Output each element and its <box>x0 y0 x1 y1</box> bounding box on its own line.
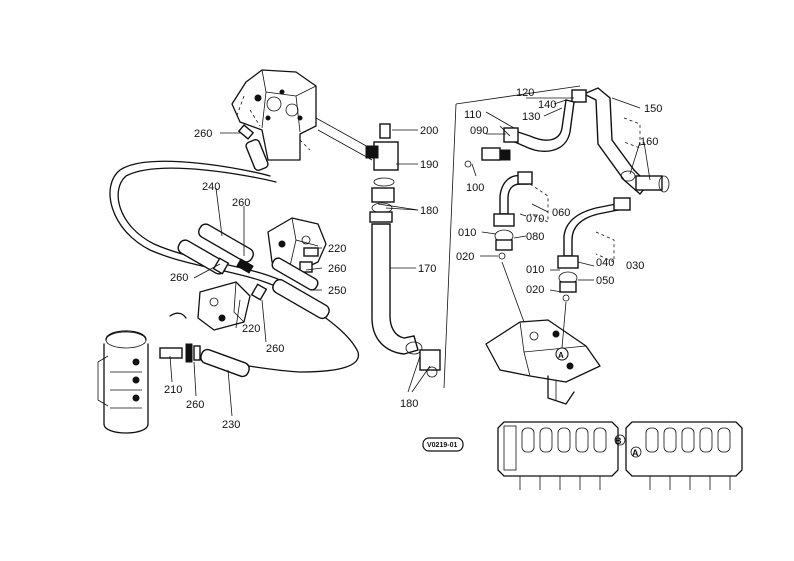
label-070: 070 <box>526 213 544 225</box>
fitting-210 <box>159 343 201 363</box>
label-110: 110 <box>464 109 482 121</box>
hose-240 <box>177 223 254 275</box>
fittings-180-190-200 <box>365 123 441 378</box>
control-valve-block <box>267 217 327 273</box>
label-250: 250 <box>328 285 346 297</box>
diagram-code: V0219-01 <box>427 442 457 449</box>
hydraulic-filter-cylinder <box>97 330 149 434</box>
label-100: 100 <box>466 182 484 194</box>
label-020-bottom: 020 <box>526 284 544 296</box>
control-valve-center-right <box>485 319 601 405</box>
callout-a-valve: A <box>558 351 564 360</box>
label-220-bottom: 220 <box>242 323 260 335</box>
label-260-top: 260 <box>194 128 212 140</box>
pipe-110-140 <box>464 99 575 168</box>
label-040: 040 <box>596 257 614 269</box>
callout-a: A <box>632 448 639 458</box>
label-140: 140 <box>538 99 556 111</box>
label-180-bottom: 180 <box>400 398 418 410</box>
label-260-right: 260 <box>328 263 346 275</box>
label-210: 210 <box>164 384 182 396</box>
hose-170 <box>371 223 419 355</box>
label-260-mid: 260 <box>232 197 250 209</box>
pipe-060 <box>493 171 549 260</box>
hose-fitting-260-top <box>220 124 269 172</box>
label-180-top: 180 <box>420 205 438 217</box>
valve-bank-b <box>497 421 626 490</box>
label-050: 050 <box>596 275 614 287</box>
label-260-filter: 260 <box>186 399 204 411</box>
label-200: 200 <box>420 125 438 137</box>
return-hose-loop <box>109 160 360 373</box>
label-010-top: 010 <box>458 227 476 239</box>
leader-lines <box>169 97 651 417</box>
label-230: 230 <box>222 419 240 431</box>
part-labels: 200 190 180 170 180 260 240 260 260 220 … <box>164 87 662 431</box>
label-240: 240 <box>202 181 220 193</box>
label-160: 160 <box>640 136 658 148</box>
pipe-040 <box>557 197 631 302</box>
label-170: 170 <box>418 263 436 275</box>
label-130: 130 <box>522 111 540 123</box>
label-020-top: 020 <box>456 251 474 263</box>
callout-b: B <box>615 436 622 446</box>
label-220-right: 220 <box>328 243 346 255</box>
label-190: 190 <box>420 159 438 171</box>
fittings-260-cluster <box>212 257 330 320</box>
label-150: 150 <box>644 103 662 115</box>
hydraulic-pump-top <box>231 69 317 161</box>
label-060: 060 <box>552 207 570 219</box>
diagram-code-badge: V0219-01 <box>422 437 464 452</box>
label-080: 080 <box>526 231 544 243</box>
valve-body-left <box>169 281 251 331</box>
label-010-bottom: 010 <box>526 264 544 276</box>
label-260-bottom: 260 <box>266 343 284 355</box>
label-030: 030 <box>626 260 644 272</box>
valve-bank-a <box>625 421 743 490</box>
label-260-left: 260 <box>170 272 188 284</box>
section-callouts: A B A <box>555 347 639 458</box>
label-120: 120 <box>516 87 534 99</box>
hose-230 <box>200 348 250 378</box>
label-090: 090 <box>470 125 488 137</box>
